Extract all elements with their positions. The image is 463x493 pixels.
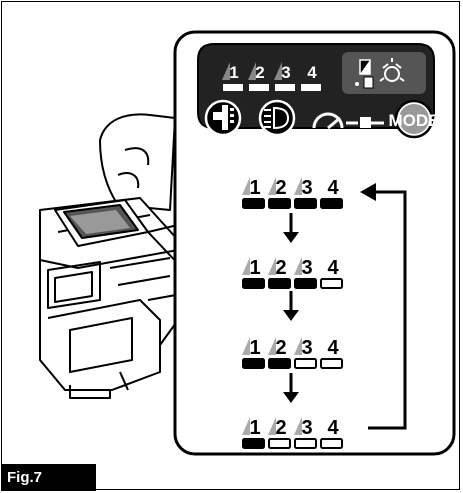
speed-led-lit: [268, 358, 291, 369]
speed-led-unlit: [320, 278, 343, 289]
panel-speed-led: [301, 84, 321, 91]
figure-label: Fig.7: [1, 464, 96, 491]
level-number-shadow: [242, 417, 250, 435]
level-number: 2: [275, 257, 286, 279]
panel-level-number: 3: [281, 63, 290, 82]
level-number-shadow: [268, 417, 276, 435]
speed-led-lit: [242, 438, 265, 449]
speed-led-lit: [268, 278, 291, 289]
speed-led-unlit: [294, 358, 317, 369]
speed-led-unlit: [320, 358, 343, 369]
level-number-shadow: [294, 177, 302, 195]
speed-led-unlit: [320, 438, 343, 449]
level-number: 4: [327, 177, 339, 199]
return-loop-arrow: [360, 183, 407, 430]
speed-led-lit: [294, 198, 317, 209]
level-number: 4: [327, 417, 339, 439]
panel-level-shadow: [248, 62, 256, 80]
down-arrow-icon: [283, 213, 299, 243]
panel-level-number: 2: [255, 63, 264, 82]
down-arrow-icon: [283, 373, 299, 403]
level-number: 3: [301, 177, 312, 199]
speed-led-lit: [320, 198, 343, 209]
panel-speed-led: [249, 84, 269, 91]
light-button[interactable]: [258, 99, 296, 137]
speed-gauge-icon: [312, 112, 384, 130]
level-number-shadow: [294, 337, 302, 355]
panel-level-number: 4: [307, 63, 317, 82]
light-icon: [264, 106, 290, 130]
level-number-shadow: [268, 257, 276, 275]
speed-led-lit: [294, 278, 317, 289]
level-number: 2: [275, 177, 286, 199]
level-number: 1: [249, 417, 260, 439]
level-number: 1: [249, 257, 260, 279]
down-arrow-icon: [283, 291, 299, 321]
level-number: 4: [327, 337, 339, 359]
panel-speed-led: [223, 84, 243, 91]
level-number-shadow: [294, 417, 302, 435]
mode-button-label: MODE: [389, 111, 440, 130]
level-number-shadow: [242, 337, 250, 355]
level-number-shadow: [242, 257, 250, 275]
level-number-shadow: [268, 337, 276, 355]
panel-level-shadow: [222, 62, 230, 80]
mode-button[interactable]: MODE: [389, 99, 440, 139]
impact-bit-button[interactable]: [204, 99, 242, 137]
step-arrows: [283, 213, 299, 403]
dial-mode-indicator-icon: [355, 58, 405, 89]
mode-indicator-area: [342, 52, 426, 94]
level-number: 3: [301, 417, 312, 439]
impact-bit-icon: [213, 105, 228, 130]
panel-speed-led: [275, 84, 295, 91]
speed-led-unlit: [268, 438, 291, 449]
level-number: 3: [301, 257, 312, 279]
level-number: 1: [249, 177, 260, 199]
level-number: 2: [275, 417, 286, 439]
speed-led-lit: [268, 198, 291, 209]
level-number: 2: [275, 337, 286, 359]
speed-led-unlit: [294, 438, 317, 449]
level-number-shadow: [242, 177, 250, 195]
tool-illustration: [39, 113, 179, 399]
level-number: 4: [327, 257, 339, 279]
panel-level-shadow: [274, 62, 282, 80]
speed-led-lit: [242, 278, 265, 289]
callout-frame: [173, 30, 456, 456]
speed-led-lit: [242, 358, 265, 369]
speed-led-lit: [242, 198, 265, 209]
level-number-shadow: [294, 257, 302, 275]
level-number-shadow: [268, 177, 276, 195]
panel-level-number: 1: [229, 63, 238, 82]
level-number: 1: [249, 337, 260, 359]
level-number: 3: [301, 337, 312, 359]
